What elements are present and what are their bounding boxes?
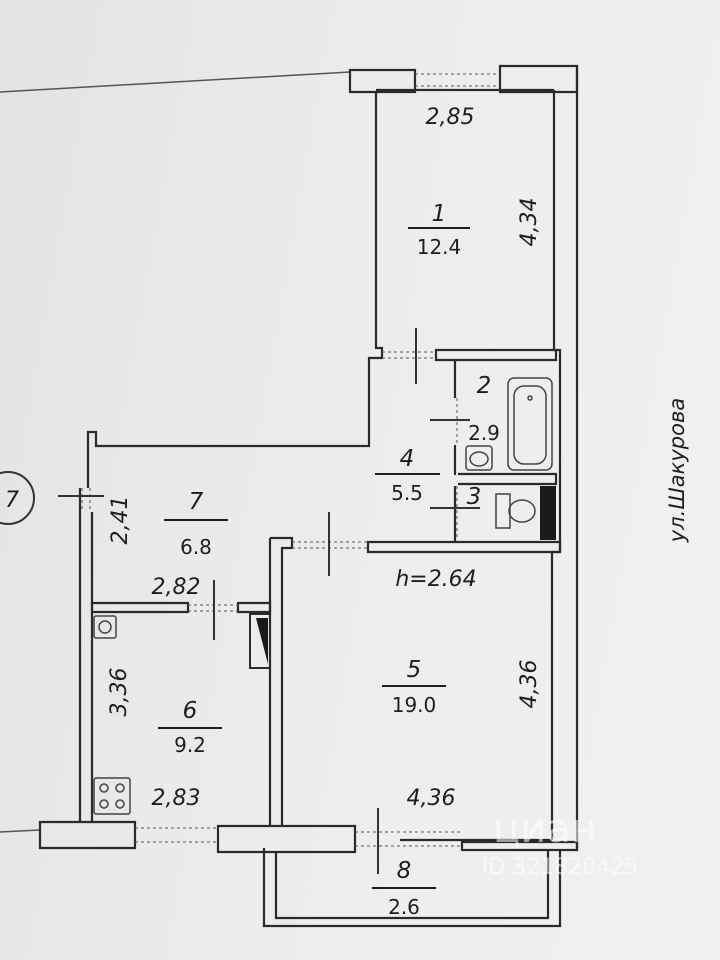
room3-number: 3 xyxy=(467,484,482,510)
room7-number: 7 xyxy=(189,489,204,515)
wall-room5-top-left xyxy=(270,536,294,826)
room7-area: 6.8 xyxy=(180,535,212,559)
door-room7 xyxy=(81,488,91,512)
sink-icon xyxy=(465,445,493,471)
axis-marker xyxy=(0,471,35,525)
street-label: ул.Шакурова xyxy=(665,398,689,543)
building-outline xyxy=(0,71,351,93)
watermark-id: ID 321820425 xyxy=(482,855,638,880)
watermark-brand: циан xyxy=(493,806,597,852)
kitchen-sink-icon xyxy=(93,615,117,639)
building-outline-lower xyxy=(0,829,41,833)
axis-marker-label: 7 xyxy=(5,488,19,513)
bathtub-icon xyxy=(507,377,553,471)
window-room6 xyxy=(135,827,218,843)
wall-left-outer xyxy=(78,488,94,822)
toilet-icon xyxy=(495,493,536,529)
vent-shaft-wc xyxy=(540,486,556,540)
wall-outer-right xyxy=(550,90,562,840)
room2-area: 2.9 xyxy=(468,421,500,445)
wall-bathroom-top xyxy=(434,348,558,362)
door-room1 xyxy=(382,351,436,359)
room4-number: 4 xyxy=(400,446,415,472)
room6-number: 6 xyxy=(183,698,198,724)
vent-shaft-kitchen-fill xyxy=(256,618,268,664)
balcony-outline xyxy=(262,848,562,928)
room5-number: 5 xyxy=(407,657,422,683)
room5-width: 4,36 xyxy=(407,786,456,811)
room4-area: 5.5 xyxy=(391,481,423,505)
wall-top xyxy=(348,68,417,94)
wall-room6-top-right xyxy=(236,601,272,614)
room8-number: 8 xyxy=(397,858,412,884)
wall-bottom-mid xyxy=(216,824,357,854)
room8-area: 2.6 xyxy=(388,895,420,919)
wall-bottom-left xyxy=(38,820,137,850)
room5-area: 19.0 xyxy=(392,693,437,717)
room1-number: 1 xyxy=(432,201,447,227)
ceiling-height: h=2.64 xyxy=(395,567,476,592)
wall-room5-top xyxy=(366,540,562,554)
window-room1 xyxy=(415,73,500,87)
balcony-inner xyxy=(274,850,550,920)
room2-number: 2 xyxy=(477,373,492,399)
wall-bath-wc-divider xyxy=(458,472,558,486)
room1-area: 12.4 xyxy=(417,235,462,259)
room5-length: 4,36 xyxy=(517,660,542,709)
room7-length: 2,41 xyxy=(108,496,133,545)
room1-width: 2,85 xyxy=(426,105,475,130)
room1-length: 4,34 xyxy=(517,198,542,247)
stove-icon xyxy=(93,777,131,815)
wall-top-right xyxy=(498,64,579,94)
room6-width: 2,83 xyxy=(152,786,201,811)
vent-shaft-kitchen xyxy=(249,613,271,669)
wall-bottom-right xyxy=(460,840,579,852)
wall-room6-top xyxy=(90,601,190,614)
wall-room1 xyxy=(86,92,384,488)
room7-width: 2,82 xyxy=(152,575,201,600)
room6-area: 9.2 xyxy=(174,733,206,757)
room6-length: 3,36 xyxy=(107,668,132,717)
